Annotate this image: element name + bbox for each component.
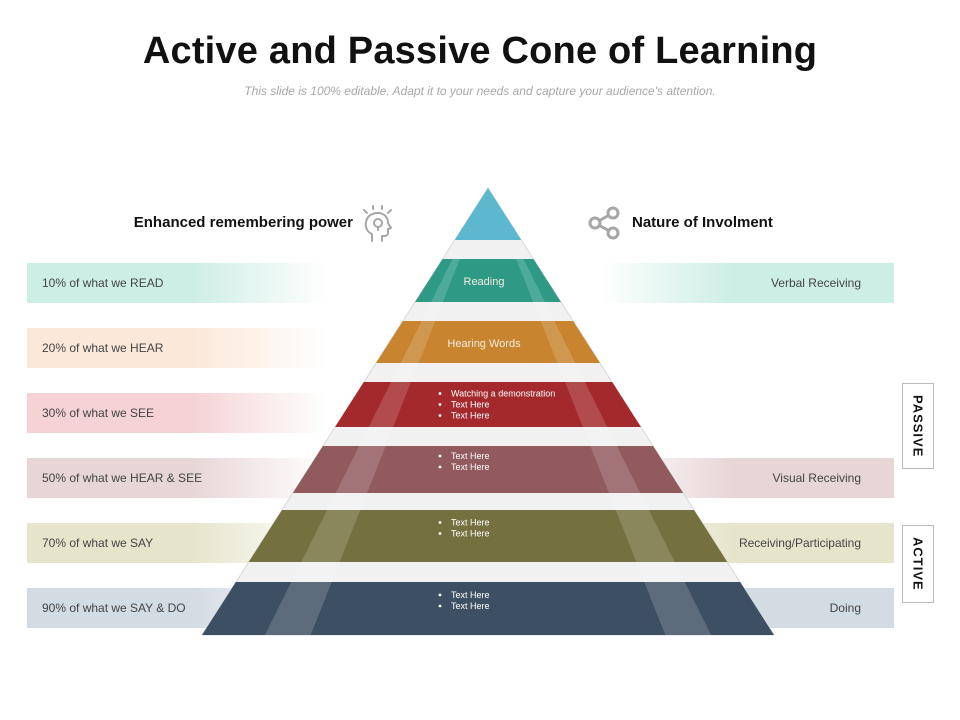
- page-title: Active and Passive Cone of Learning: [142, 30, 818, 72]
- pyramid-level-3: [292, 446, 684, 493]
- bullet-dot: [438, 465, 442, 469]
- level-bullet: Text Here: [451, 451, 490, 461]
- level-bullet: Text Here: [451, 462, 490, 472]
- head-idea-icon: [363, 205, 392, 242]
- bullet-dot: [438, 414, 442, 417]
- left-header: Enhanced remembering power: [133, 214, 353, 231]
- right-band-0: Verbal Receiving: [600, 263, 894, 303]
- level-bullet: Text Here: [451, 400, 490, 410]
- left-band-0: 10% of what we READ: [27, 263, 327, 303]
- highlight-stripe-1: [516, 259, 712, 635]
- left-band-label: 10% of what we READ: [42, 276, 164, 290]
- pyramid-level-1: [376, 321, 600, 363]
- level-bullet: Watching a demonstration: [451, 389, 555, 399]
- left-band-label: 90% of what we SAY & DO: [42, 601, 186, 615]
- page-subtitle: This slide is 100% editable. Adapt it to…: [244, 84, 716, 98]
- level-bullet: Text Here: [451, 518, 490, 528]
- right-band-label: Doing: [829, 601, 861, 615]
- bullet-dot: [438, 454, 442, 458]
- bullet-dot: [438, 392, 442, 395]
- left-band-label: 50% of what we HEAR & SEE: [42, 471, 203, 485]
- left-band-1: 20% of what we HEAR: [27, 328, 327, 368]
- bullet-dot: [438, 604, 442, 608]
- pyramid-level-2: [335, 382, 641, 427]
- pyramid-level-4: [248, 510, 728, 562]
- bullet-dot: [438, 532, 442, 535]
- right-band-label: Receiving/Participating: [738, 536, 861, 550]
- level-title: Hearing Words: [447, 338, 521, 350]
- right-band-label: Visual Receiving: [772, 471, 862, 485]
- pyramid-apex: [454, 188, 522, 240]
- level-bullet: Text Here: [451, 411, 490, 421]
- pyramid-level-0: [415, 259, 561, 302]
- right-header: Nature of Involment: [632, 214, 773, 231]
- bullet-dot: [438, 521, 442, 524]
- active-label: ACTIVE: [910, 537, 926, 591]
- right-band-label: Verbal Receiving: [770, 276, 861, 290]
- left-band-label: 30% of what we SEE: [42, 406, 155, 420]
- bullet-dot: [438, 593, 442, 597]
- highlight-stripe-0: [264, 259, 460, 635]
- level-bullet: Text Here: [451, 590, 490, 600]
- left-band-label: 20% of what we HEAR: [42, 341, 164, 355]
- level-bullet: Text Here: [451, 529, 490, 539]
- share-icon: [588, 206, 620, 240]
- level-title: Reading: [464, 276, 505, 288]
- active-label-box: ACTIVE: [902, 525, 934, 603]
- bullet-dot: [438, 403, 442, 406]
- left-band-3: 50% of what we HEAR & SEE: [27, 458, 327, 498]
- passive-label-box: PASSIVE: [902, 383, 934, 469]
- pyramid-level-5: [202, 582, 774, 635]
- left-band-label: 70% of what we SAY: [42, 536, 154, 550]
- level-bullet: Text Here: [451, 601, 490, 611]
- passive-label: PASSIVE: [910, 394, 926, 458]
- left-band-2: 30% of what we SEE: [27, 393, 327, 433]
